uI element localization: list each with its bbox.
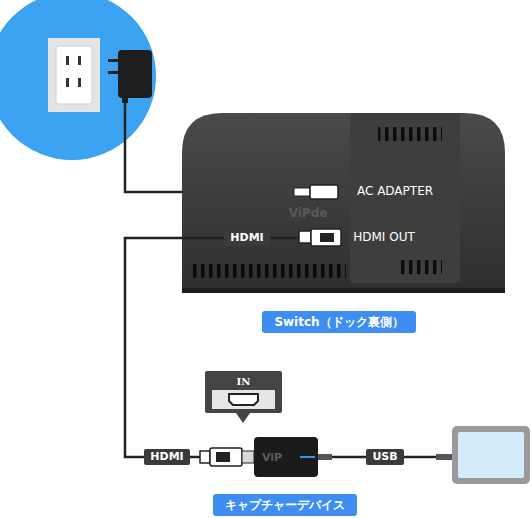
callout-pointer (236, 413, 250, 423)
wall-outlet (48, 38, 100, 112)
cable-tag: HDMI (144, 449, 189, 465)
port-name: IN (237, 376, 251, 387)
caption-pill: キャプチャーデバイス (213, 494, 357, 516)
watermark: ViP (262, 451, 282, 464)
port-panel (212, 390, 275, 409)
ac-adapter (108, 50, 152, 103)
tablet-pc (452, 426, 530, 484)
ac-plug (294, 185, 338, 199)
cable-tag: HDMI (224, 230, 269, 246)
dock-panel: AC ADAPTERHDMI OUTSwitch（ドック裏側） (182, 113, 505, 293)
caption-pill: Switch（ドック裏側） (262, 311, 415, 333)
hdmi-plug-capture (200, 448, 254, 466)
port-callout: IN (205, 371, 282, 413)
hdmi-cable (125, 238, 300, 457)
watermark: ViPde (289, 206, 328, 220)
hdmi-port (229, 394, 258, 405)
capture-device (254, 437, 318, 477)
cable-tag: USB (366, 449, 403, 465)
outlet-zone (0, 0, 156, 160)
switch-dock (182, 113, 505, 293)
port-label: HDMI OUT (353, 230, 415, 244)
hdmi-plug-dock (299, 229, 341, 246)
port-label: AC ADAPTER (357, 184, 433, 198)
